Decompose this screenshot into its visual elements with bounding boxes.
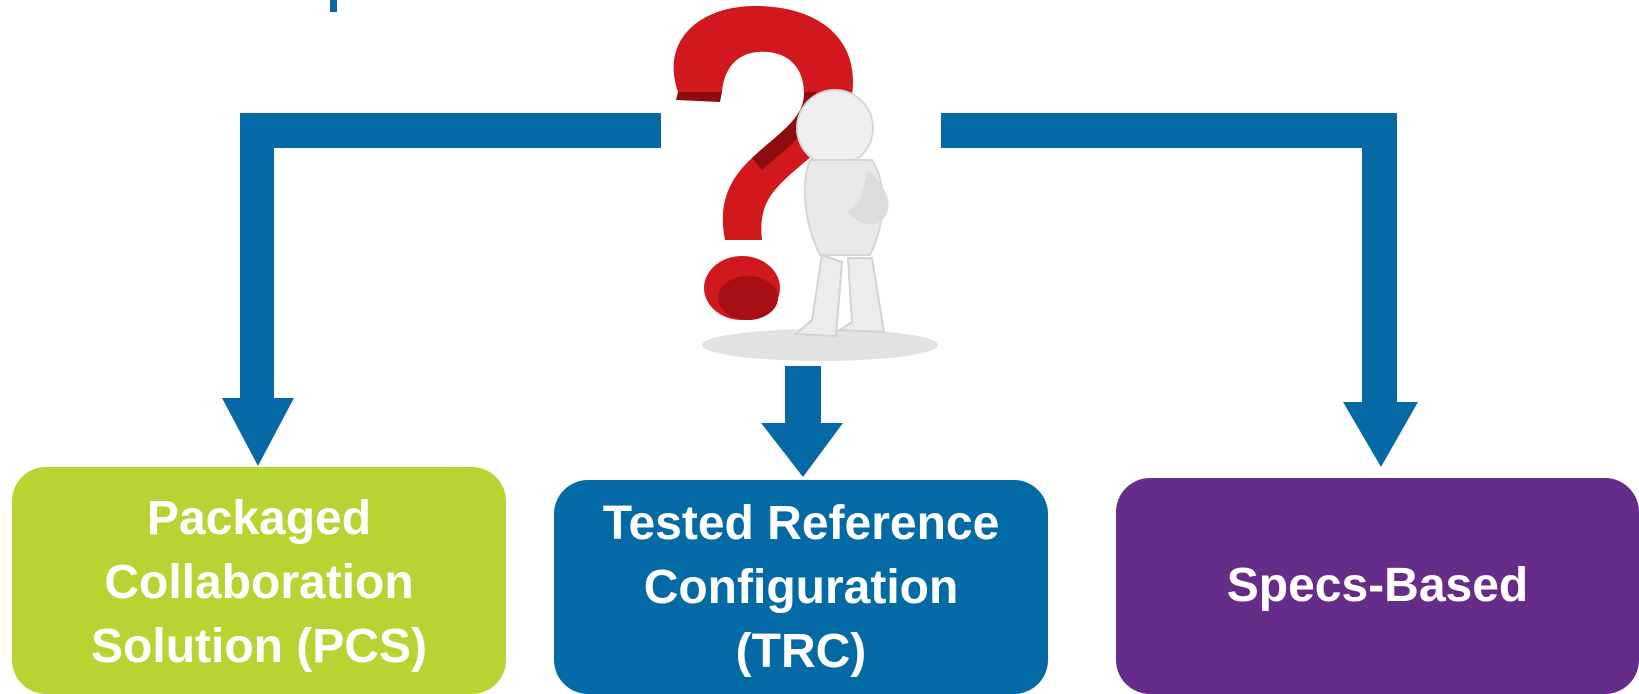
pcs-label: Packaged Collaboration Solution (PCS) — [91, 487, 427, 679]
specs-label: Specs-Based — [1227, 554, 1528, 618]
trc-box: Tested Reference Configuration (TRC) — [554, 480, 1048, 694]
arrow-right — [940, 113, 1418, 467]
arrow-center — [761, 365, 843, 477]
trc-label-line-2: Configuration — [643, 561, 959, 614]
heading-fragment — [330, 0, 337, 12]
arrow-left — [222, 113, 661, 466]
pcs-box: Packaged Collaboration Solution (PCS) — [12, 467, 506, 694]
pcs-label-line-3: Solution (PCS) — [91, 619, 427, 673]
trc-label-line-3: (TRC) — [735, 625, 867, 678]
trc-label-line-1: Tested Reference — [602, 497, 1000, 550]
thinking-person-question-mark-icon — [661, 0, 941, 366]
specs-box: Specs-Based — [1116, 478, 1639, 694]
trc-label: Tested Reference Configuration (TRC) — [603, 492, 1000, 684]
specs-label-line-1: Specs-Based — [1226, 559, 1529, 612]
pcs-label-line-1: Packaged — [146, 491, 372, 545]
pcs-label-line-2: Collaboration — [104, 555, 414, 609]
